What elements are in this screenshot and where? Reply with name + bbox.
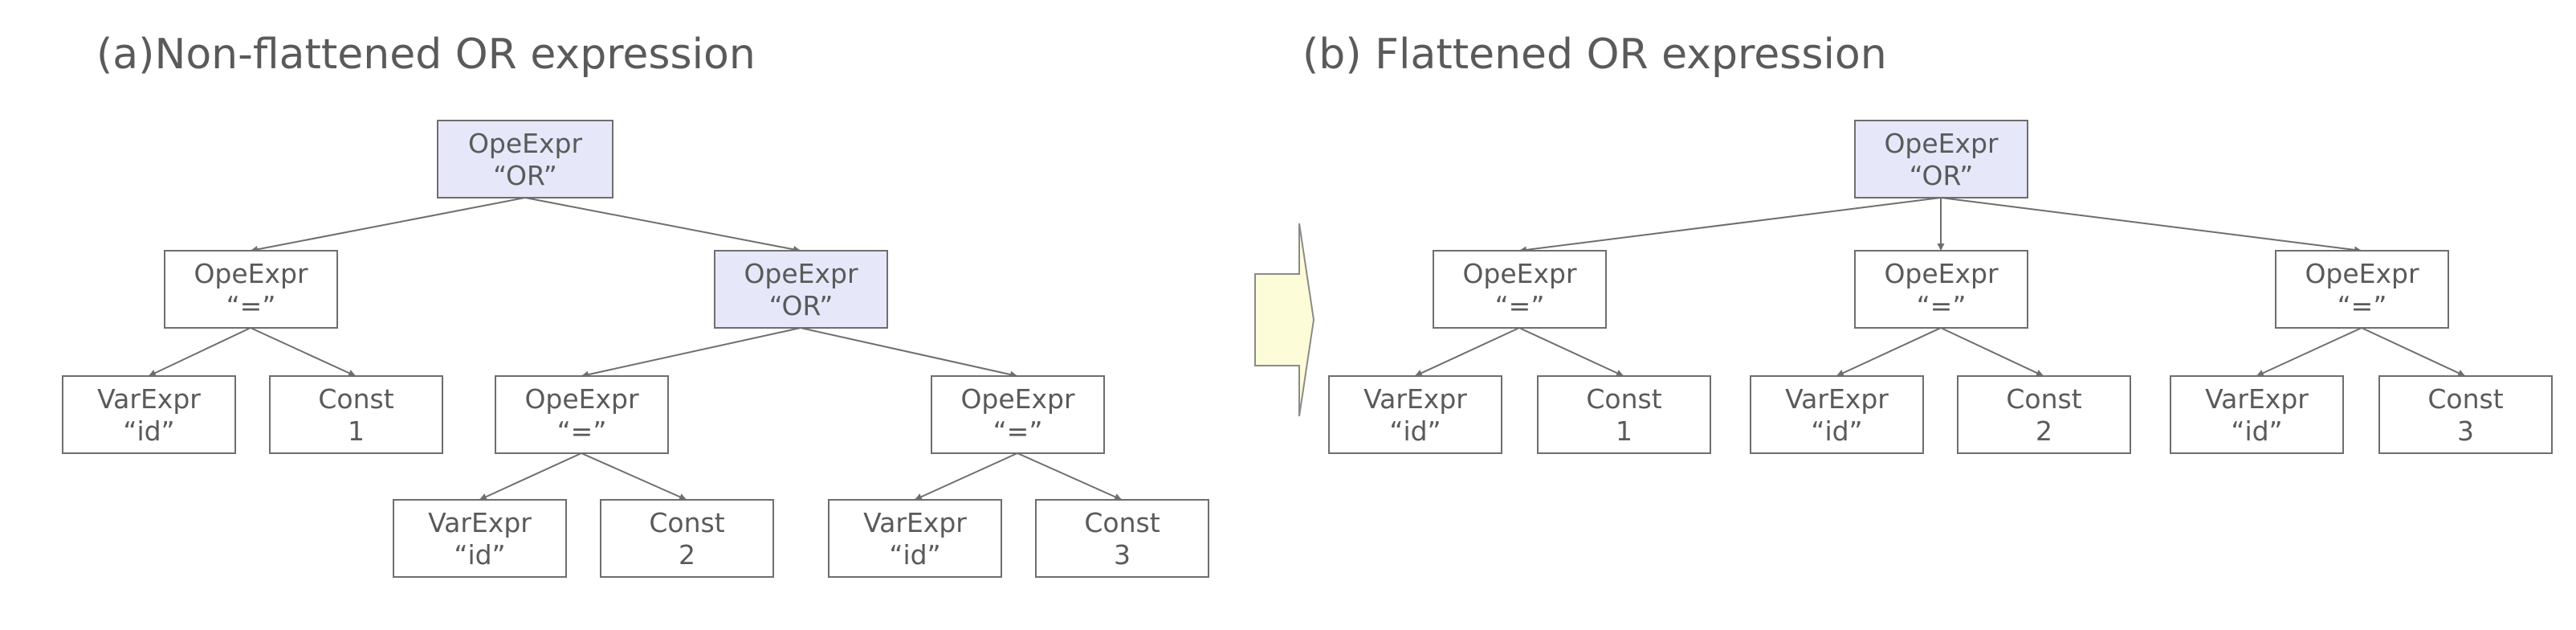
svg-text:Const: Const bbox=[2006, 383, 2081, 415]
svg-text:VarExpr: VarExpr bbox=[863, 507, 967, 538]
panel-b-node-eq2: OpeExpr “=” bbox=[1854, 250, 2028, 329]
svg-text:VarExpr: VarExpr bbox=[97, 383, 201, 415]
svg-text:VarExpr: VarExpr bbox=[1363, 383, 1467, 415]
svg-text:3: 3 bbox=[2457, 415, 2474, 447]
svg-text:“OR”: “OR” bbox=[1910, 160, 1974, 191]
svg-text:OpeExpr: OpeExpr bbox=[1884, 128, 1999, 159]
svg-text:OpeExpr: OpeExpr bbox=[194, 258, 308, 289]
svg-text:“id”: “id” bbox=[1811, 415, 1862, 447]
svg-text:VarExpr: VarExpr bbox=[2205, 383, 2309, 415]
svg-text:“id”: “id” bbox=[123, 415, 174, 447]
panel-b-node-const2: Const 2 bbox=[1957, 375, 2131, 454]
edge-eq1-to-var1 bbox=[148, 327, 251, 377]
svg-text:“id”: “id” bbox=[2231, 415, 2282, 447]
svg-text:3: 3 bbox=[1114, 539, 1131, 571]
panel-a-node-eq3: OpeExpr “=” bbox=[931, 375, 1105, 454]
edge-or2-to-eq3 bbox=[800, 327, 1018, 378]
panel-b-node-var2: VarExpr “id” bbox=[1750, 375, 1924, 454]
panel-a-node-root-or: OpeExpr “OR” bbox=[437, 120, 613, 198]
svg-text:OpeExpr: OpeExpr bbox=[524, 383, 639, 415]
panel-b-title: (b) Flattened OR expression bbox=[1302, 31, 1887, 79]
svg-text:“=”: “=” bbox=[557, 415, 607, 447]
svg-text:Const: Const bbox=[649, 507, 724, 538]
svg-text:OpeExpr: OpeExpr bbox=[2305, 258, 2419, 289]
panel-a-title: (a)Non-flattened OR expression bbox=[96, 31, 756, 79]
edge-eq2-to-const2 bbox=[581, 452, 687, 501]
svg-text:“=”: “=” bbox=[2338, 290, 2387, 321]
panel-b-node-eq3: OpeExpr “=” bbox=[2275, 250, 2449, 329]
svg-text:Const: Const bbox=[2427, 383, 2503, 415]
panel-b-edges bbox=[1414, 197, 2466, 377]
panel-a-node-eq2: OpeExpr “=” bbox=[495, 375, 669, 454]
svg-text:“id”: “id” bbox=[454, 539, 505, 571]
panel-a-node-var2: VarExpr “id” bbox=[393, 499, 567, 578]
panel-a-edges bbox=[148, 197, 1123, 501]
svg-text:“id”: “id” bbox=[1389, 415, 1441, 447]
edge-eq3-to-const3 bbox=[2361, 327, 2466, 377]
edge-eq2-to-const2 bbox=[1940, 327, 2044, 377]
edge-eq1-to-const1 bbox=[250, 327, 357, 377]
svg-text:Const: Const bbox=[1084, 507, 1160, 538]
panel-b-node-root-or: OpeExpr “OR” bbox=[1854, 120, 2028, 198]
svg-text:Const: Const bbox=[1586, 383, 1661, 415]
svg-text:OpeExpr: OpeExpr bbox=[1884, 258, 1999, 289]
svg-text:VarExpr: VarExpr bbox=[1785, 383, 1889, 415]
svg-text:OpeExpr: OpeExpr bbox=[1462, 258, 1577, 289]
svg-text:OpeExpr: OpeExpr bbox=[960, 383, 1075, 415]
svg-text:“id”: “id” bbox=[889, 539, 940, 571]
svg-text:VarExpr: VarExpr bbox=[428, 507, 532, 538]
panel-a-node-const1: Const 1 bbox=[269, 375, 443, 454]
svg-text:“=”: “=” bbox=[226, 290, 276, 321]
panel-a-node-eq1: OpeExpr “=” bbox=[164, 250, 338, 329]
edge-eq3-to-var3 bbox=[2256, 327, 2362, 377]
panel-a-node-const2: Const 2 bbox=[600, 499, 774, 578]
edge-root-to-or2 bbox=[524, 197, 801, 253]
edge-root-to-eq3 bbox=[1940, 197, 2362, 254]
edge-eq2-to-var2 bbox=[1836, 327, 1942, 377]
svg-text:OpeExpr: OpeExpr bbox=[468, 128, 583, 159]
right-arrow-icon bbox=[1254, 223, 1315, 417]
svg-text:“=”: “=” bbox=[1917, 290, 1967, 321]
svg-text:“=”: “=” bbox=[1495, 290, 1545, 321]
panel-a-node-or2: OpeExpr “OR” bbox=[714, 250, 888, 329]
svg-text:“OR”: “OR” bbox=[493, 160, 557, 191]
edge-eq1-to-var1 bbox=[1414, 327, 1520, 377]
panel-a-node-const3: Const 3 bbox=[1035, 499, 1209, 578]
svg-text:2: 2 bbox=[679, 539, 695, 571]
edge-eq2-to-var2 bbox=[479, 452, 582, 501]
svg-text:1: 1 bbox=[1616, 415, 1632, 447]
panel-b-node-eq1: OpeExpr “=” bbox=[1433, 250, 1607, 329]
panel-a-node-var3: VarExpr “id” bbox=[828, 499, 1002, 578]
edge-or2-to-eq2 bbox=[581, 327, 801, 378]
edge-root-to-eq1 bbox=[1518, 197, 1942, 254]
edge-eq3-to-const3 bbox=[1017, 452, 1123, 501]
svg-text:“=”: “=” bbox=[993, 415, 1043, 447]
panel-b-node-var1: VarExpr “id” bbox=[1328, 375, 1502, 454]
svg-text:2: 2 bbox=[2036, 415, 2052, 447]
panel-b-node-var3: VarExpr “id” bbox=[2170, 375, 2344, 454]
svg-text:“OR”: “OR” bbox=[769, 290, 834, 321]
svg-text:1: 1 bbox=[348, 415, 365, 447]
edge-root-to-eq1 bbox=[250, 197, 526, 253]
svg-text:OpeExpr: OpeExpr bbox=[744, 258, 858, 289]
panel-b-node-const3: Const 3 bbox=[2378, 375, 2553, 454]
edge-eq3-to-var3 bbox=[914, 452, 1018, 501]
svg-text:Const: Const bbox=[318, 383, 393, 415]
panel-b-node-const1: Const 1 bbox=[1537, 375, 1711, 454]
edge-eq1-to-const1 bbox=[1518, 327, 1624, 377]
panel-a-node-var1: VarExpr “id” bbox=[62, 375, 236, 454]
